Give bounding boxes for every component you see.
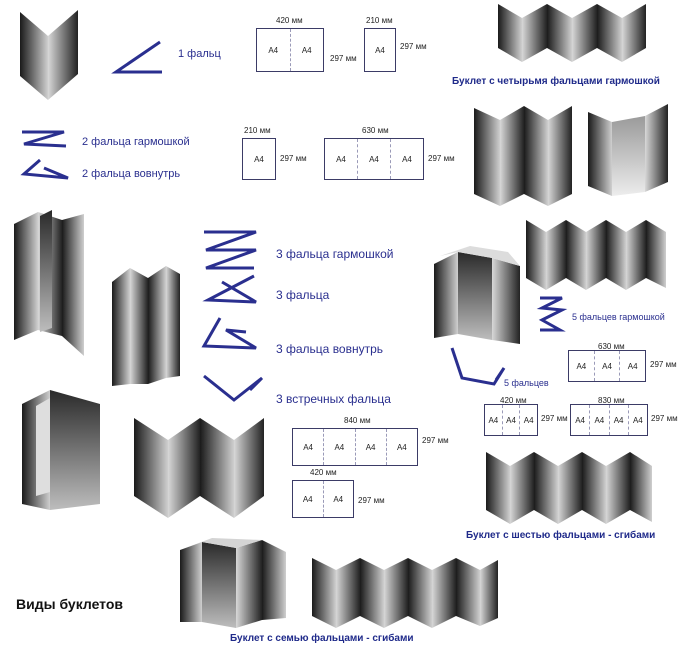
sheet-panel: A4 [325, 139, 358, 179]
sheet-panel: A4 [485, 405, 503, 435]
label-fold-3-accordion: 3 фальца гармошкой [276, 247, 394, 261]
fold-icons [20, 40, 568, 402]
sheet-420-c: A4 A4 A4 [484, 404, 538, 436]
sheet-width: 630 мм [598, 342, 625, 351]
sheet-panel: A4 [503, 405, 521, 435]
fold-3-accordion-icon [204, 230, 257, 270]
caption-six-folds: Буклет с шестью фальцами - сгибами [466, 530, 656, 541]
sheet-panel: A4 [523, 415, 534, 425]
fold-3-inward-icon [201, 317, 257, 350]
sheet-height: 297 мм [358, 496, 385, 505]
sheet-830: A4 A4 A4 A4 [570, 404, 648, 436]
sheet-panel: A4 [375, 45, 385, 55]
sheet-width: 420 мм [500, 396, 527, 405]
sheet-width: 210 мм [244, 126, 271, 135]
label-fold-3-meet: 3 встречных фальца [276, 392, 391, 406]
sheet-panel: A4 [571, 405, 591, 435]
sheet-panel: A4 [610, 405, 629, 435]
fold-1-icon [111, 40, 162, 74]
label-fold-2-inward: 2 фальца вовнутрь [82, 168, 181, 180]
page-title: Виды буклетов [16, 596, 124, 612]
sheet-panel: A4 [324, 429, 356, 465]
fold-5-inward-icon [450, 347, 506, 386]
label-fold-3-inward: 3 фальца вовнутрь [276, 342, 384, 356]
sheet-panel: A4 [356, 429, 387, 465]
sheet-630-a: A4 A4 A4 [324, 138, 424, 180]
booklet-accordion-large [474, 106, 572, 206]
sheet-height: 297 мм [400, 42, 427, 51]
sheet-panel: A4 [293, 429, 325, 465]
sheet-panel: A4 [254, 154, 264, 164]
sheet-width: 830 мм [598, 396, 625, 405]
sheet-panel: A4 [569, 351, 595, 381]
booklet-tall-left [14, 210, 84, 356]
sheet-width: 630 мм [362, 126, 389, 135]
booklet-6-folds [486, 452, 652, 524]
sheet-panel: A4 [333, 494, 344, 504]
fold-3-icon [202, 274, 257, 304]
booklet-1-fold [20, 10, 78, 100]
fold-3-meet-icon [203, 374, 264, 402]
sheet-width: 420 мм [310, 468, 337, 477]
sheet-210-a: A4 [364, 28, 396, 72]
sheet-panel: A4 [293, 481, 324, 517]
sheet-panel: A4 [396, 442, 407, 452]
sheet-panel: A4 [402, 154, 412, 164]
sheet-210-b: A4 [242, 138, 276, 180]
sheet-panel: A4 [257, 29, 291, 71]
sheet-height: 297 мм [428, 154, 455, 163]
label-fold-5: 5 фальцев [504, 378, 549, 388]
booklet-gate-fold [588, 104, 668, 196]
sheet-panel: A4 [301, 45, 312, 55]
booklet-5-folds-box [434, 246, 520, 344]
sheet-height: 297 мм [650, 360, 677, 369]
sheet-630-b: A4 A4 A4 [568, 350, 646, 382]
label-fold-5-accordion: 5 фальцев гармошкой [572, 312, 665, 322]
sheet-height: 297 мм [422, 436, 449, 445]
sheet-panel: A4 [627, 361, 638, 371]
booklet-tall-mid [112, 266, 180, 386]
label-fold-2-accordion: 2 фальца гармошкой [82, 136, 190, 148]
sheet-420-b: A4 A4 [292, 480, 354, 518]
sheet-420-a: A4 A4 [256, 28, 324, 72]
sheet-width: 210 мм [366, 16, 393, 25]
sheet-width: 840 мм [344, 416, 371, 425]
booklet-7-folds-accordion [312, 558, 498, 628]
sheet-height: 297 мм [330, 54, 357, 63]
fold-2-inward-icon [20, 158, 69, 180]
fold-5-accordion-icon [536, 296, 568, 332]
sheet-panel: A4 [595, 351, 621, 381]
booklet-5-folds-accordion [526, 220, 666, 290]
booklet-4-folds [498, 4, 646, 62]
booklet-7-folds-stand [180, 538, 286, 628]
booklet-lower-left [22, 390, 100, 510]
sheet-width: 420 мм [276, 16, 303, 25]
sheet-height: 297 мм [280, 154, 307, 163]
label-fold-3: 3 фальца [276, 288, 330, 302]
sheet-panel: A4 [590, 405, 610, 435]
label-fold-1: 1 фальц [178, 48, 221, 60]
sheet-height: 297 мм [541, 414, 568, 423]
sheet-840: A4 A4 A4 A4 [292, 428, 418, 466]
caption-four-folds: Буклет с четырьмя фальцами гармошкой [452, 76, 660, 87]
sheet-height: 297 мм [651, 414, 678, 423]
fold-2-accordion-icon [22, 130, 67, 148]
booklet-middle-accordion [134, 418, 264, 518]
caption-seven-folds: Буклет с семью фальцами - сгибами [230, 633, 414, 644]
sheet-panel: A4 [632, 415, 643, 425]
sheet-panel: A4 [358, 139, 391, 179]
